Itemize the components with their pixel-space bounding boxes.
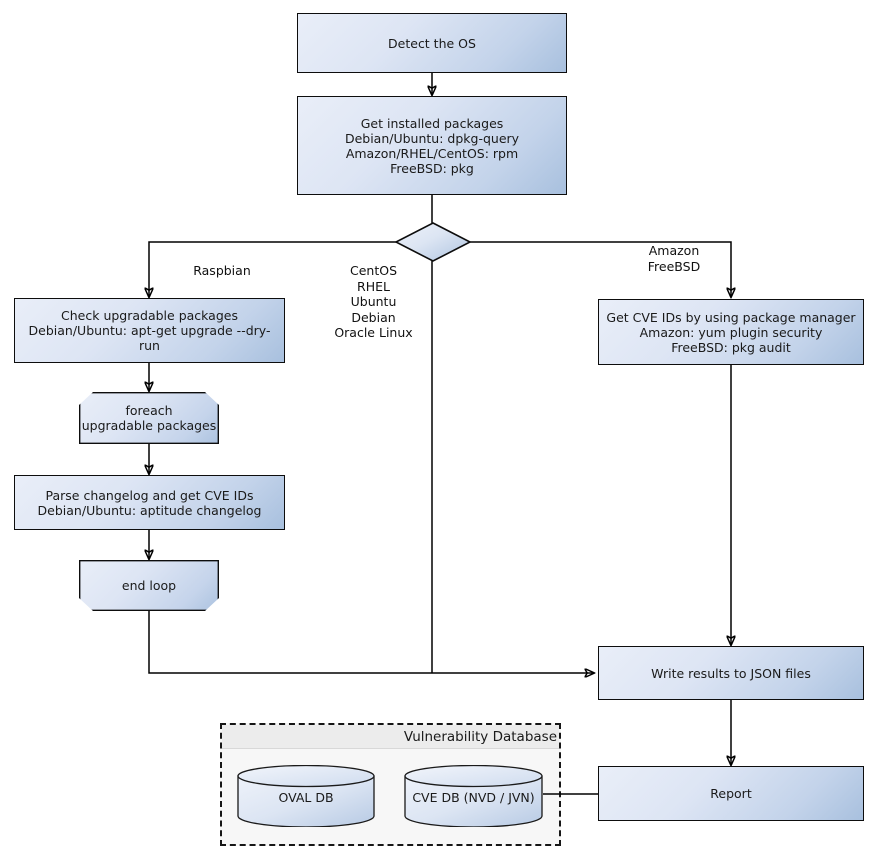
group-vulnerability-database-title: Vulnerability Database — [222, 725, 559, 749]
node-write-results[interactable]: Write results to JSON files — [598, 646, 864, 700]
node-foreach-loop-start-label: foreach upgradable packages — [81, 403, 217, 433]
edge-label-center-distros: CentOS RHEL Ubuntu Debian Oracle Linux — [334, 263, 413, 340]
edge-label-amazon-freebsd: Amazon FreeBSD — [647, 243, 701, 274]
decision-diamond[interactable] — [394, 221, 472, 263]
db-cylinder-cve[interactable]: CVE DB (NVD / JVN) — [404, 764, 543, 828]
node-get-cve-ids[interactable]: Get CVE IDs by using package manager Ama… — [598, 299, 864, 365]
node-parse-changelog-label: Parse changelog and get CVE IDs Debian/U… — [37, 487, 262, 518]
endloop-fill — [79, 560, 219, 611]
node-write-results-label: Write results to JSON files — [651, 665, 811, 681]
edge-endloop-to-write — [148, 611, 594, 673]
node-get-cve-ids-label: Get CVE IDs by using package manager Ama… — [606, 309, 856, 355]
node-detect-os-label: Detect the OS — [388, 35, 476, 51]
node-end-loop[interactable]: end loop — [79, 560, 219, 611]
node-report[interactable]: Report — [598, 766, 864, 821]
edge-label-raspbian: Raspbian — [193, 263, 251, 278]
node-get-installed-packages-label: Get installed packages Debian/Ubuntu: dp… — [344, 115, 520, 176]
node-detect-os[interactable]: Detect the OS — [297, 13, 567, 73]
db-cylinder-oval-label: OVAL DB — [278, 790, 334, 805]
node-check-upgradable-packages-label: Check upgradable packages Debian/Ubuntu:… — [28, 308, 271, 353]
node-end-loop-label: end loop — [121, 578, 177, 593]
node-get-installed-packages[interactable]: Get installed packages Debian/Ubuntu: dp… — [297, 96, 567, 195]
node-report-label: Report — [710, 786, 752, 801]
node-foreach-loop-start[interactable]: foreach upgradable packages — [79, 392, 219, 444]
foreach-fill — [79, 392, 219, 444]
node-check-upgradable-packages[interactable]: Check upgradable packages Debian/Ubuntu:… — [14, 298, 285, 363]
node-parse-changelog[interactable]: Parse changelog and get CVE IDs Debian/U… — [14, 475, 285, 530]
db-cylinder-oval[interactable]: OVAL DB — [237, 764, 375, 828]
db-cylinder-cve-label: CVE DB (NVD / JVN) — [412, 790, 535, 805]
